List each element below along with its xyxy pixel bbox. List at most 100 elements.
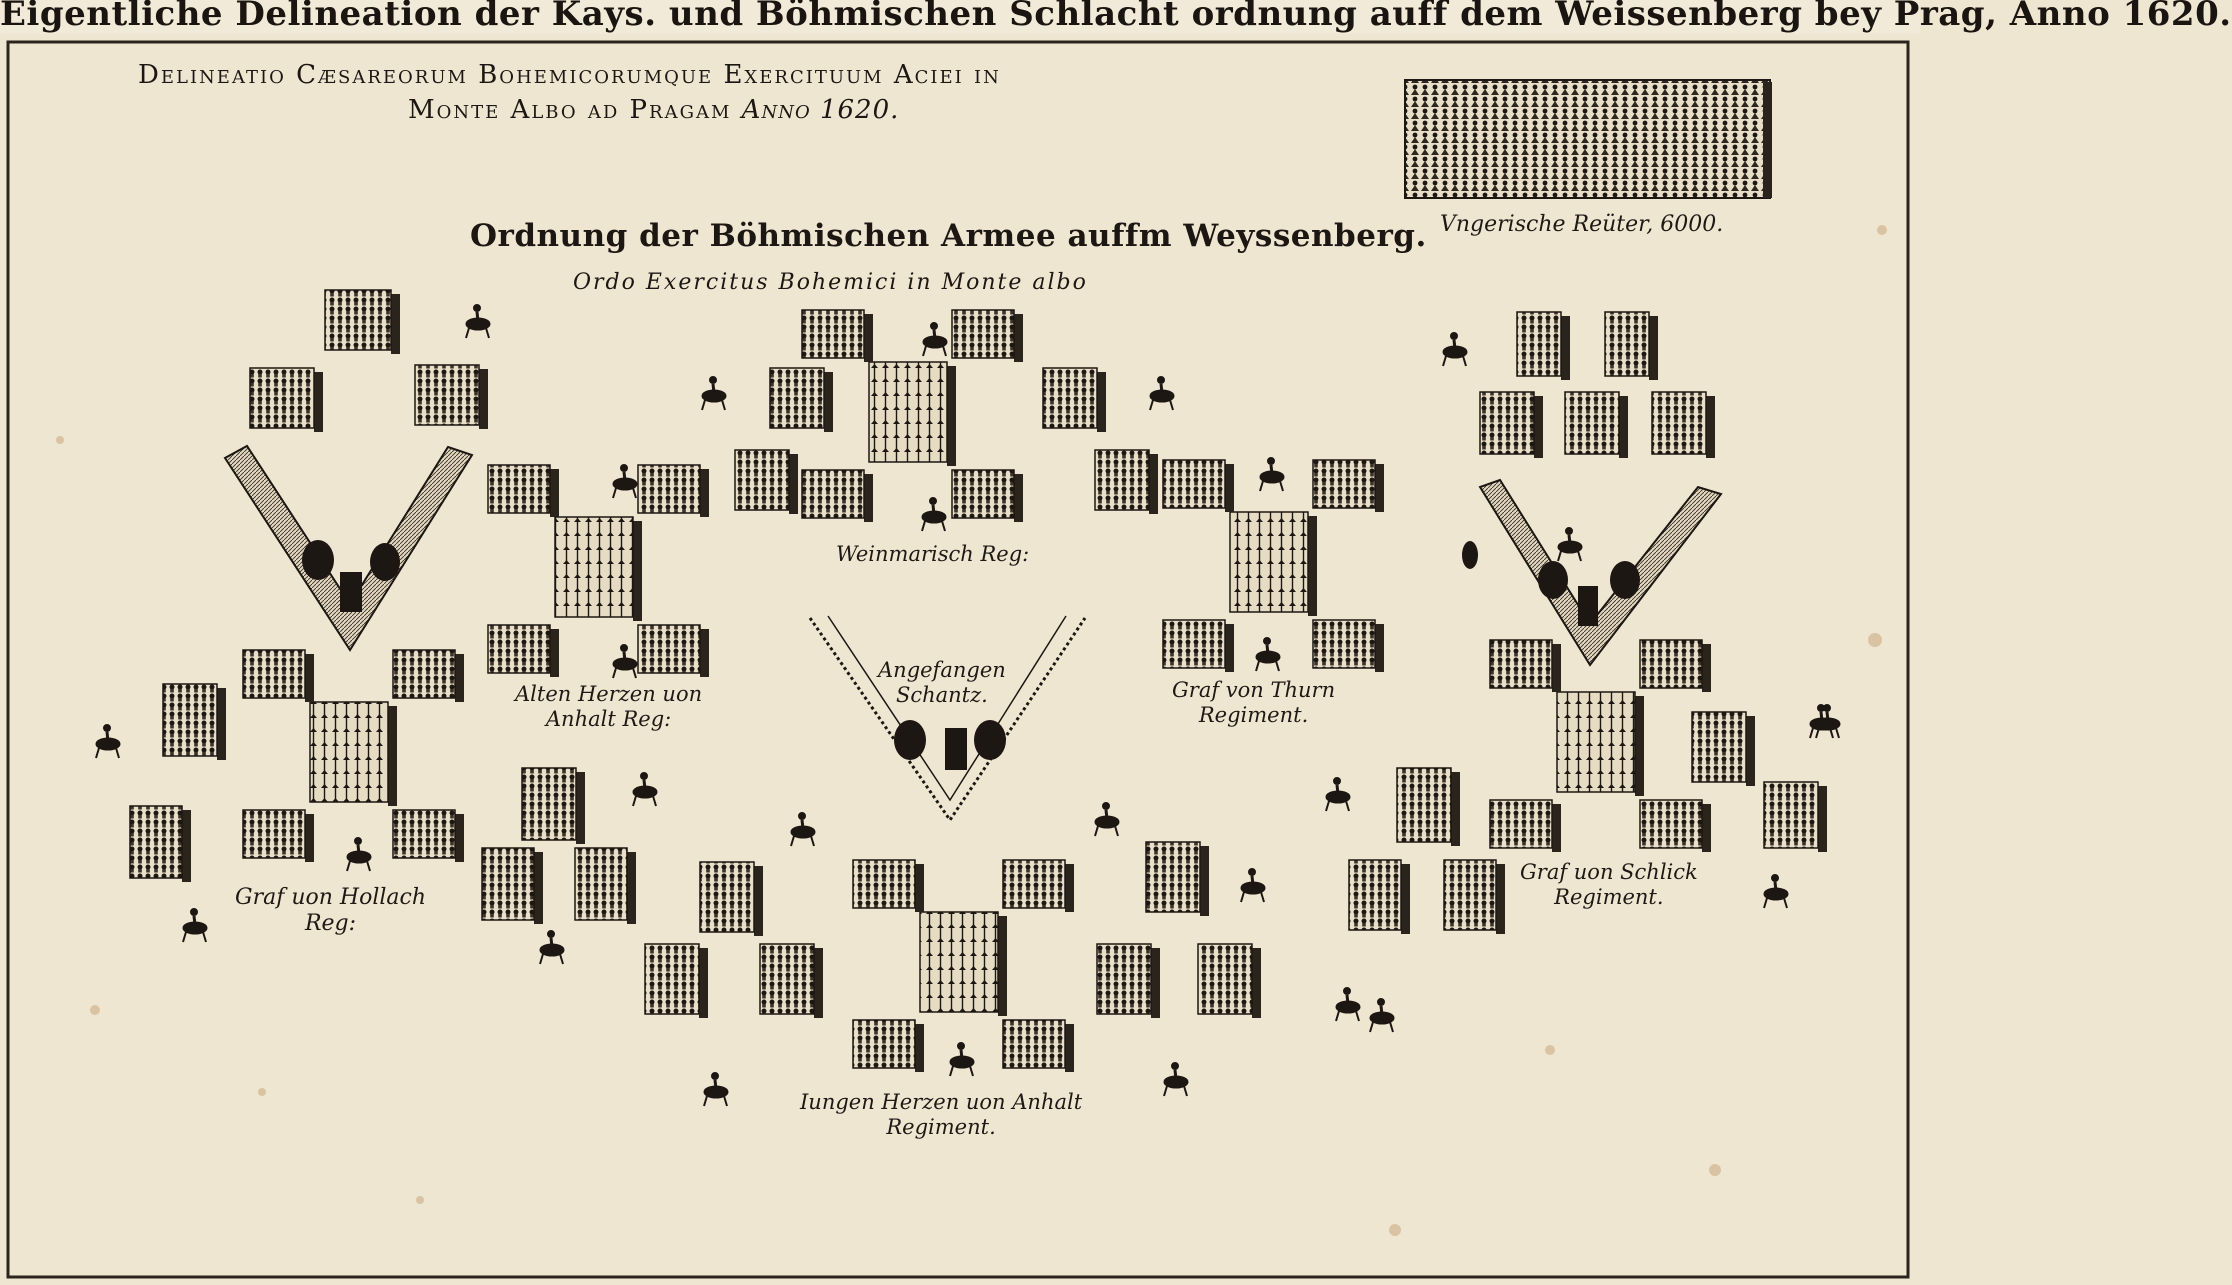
horseman-figure (1255, 637, 1281, 672)
horseman-figure (1259, 457, 1285, 492)
horsemen-figures (95, 304, 1841, 1107)
musketeer-block (242, 809, 314, 862)
pike-square (554, 516, 642, 621)
musketeer-block (852, 1019, 924, 1072)
redoubt-right (1478, 478, 1723, 667)
pike-square (1556, 691, 1644, 796)
musketeer-block (1396, 767, 1460, 846)
label-hollach-line1: Graf uon Hollach (235, 885, 427, 910)
musketeer-block (1604, 311, 1658, 380)
musketeer-block (1489, 799, 1561, 852)
musketeer-block (1197, 943, 1261, 1018)
pike-square (919, 911, 1007, 1016)
horseman-figure (1149, 376, 1175, 411)
musketeer-block (1639, 799, 1711, 852)
label-captured-redoubt-line1: Angefangen (878, 658, 1006, 682)
foxing-stains (56, 225, 1887, 1236)
musketeer-block (1479, 391, 1543, 458)
pike-square (868, 361, 956, 466)
musketeer-block (1002, 859, 1074, 912)
musketeer-block (129, 805, 191, 882)
musketeer-block (1162, 459, 1234, 512)
horseman-figure (465, 304, 491, 339)
musketeer-block (1639, 639, 1711, 692)
label-hollach-line2: Reg: (304, 911, 357, 937)
label-anhalt-elder: Alten Herzen uon Anhalt Reg: (515, 682, 702, 732)
label-anhalt-elder-line2: Anhalt Reg: (545, 707, 672, 732)
musketeer-block (801, 469, 873, 522)
horseman-figure (790, 812, 816, 847)
musketeer-block (1096, 943, 1160, 1018)
musketeer-block (1691, 711, 1755, 786)
musketeer-block (1443, 859, 1505, 934)
musketeer-block (481, 847, 543, 924)
horseman-figure (1442, 332, 1468, 367)
troop-formations (129, 289, 1827, 1072)
title-latin: Delineatio Cæsareorum Bohemicorumque Exe… (138, 58, 1001, 128)
musketeer-block (1312, 619, 1384, 672)
label-thurn-line2: Regiment. (1198, 703, 1309, 728)
horseman-figure (1557, 527, 1583, 562)
musketeer-block (392, 649, 464, 702)
label-hollach: Graf uon Hollach Reg: (235, 885, 426, 938)
title-german: Ordnung der Böhmischen Armee auffm Weyss… (470, 218, 1427, 254)
horseman-figure (1763, 874, 1789, 909)
musketeer-block (414, 364, 488, 429)
horseman-figure (703, 1072, 729, 1107)
musketeer-block (1348, 859, 1410, 934)
label-anhalt-young-line1: Iungen Herzen uon Anhalt (800, 1090, 1083, 1114)
horseman-figure (1163, 1062, 1189, 1097)
horseman-figure (95, 724, 121, 759)
musketeer-block (521, 767, 585, 844)
redoubt-captured-inner (827, 615, 1067, 802)
musketeer-block (324, 289, 400, 354)
title-latin-year: Anno 1620. (741, 95, 900, 126)
horseman-figure (1240, 868, 1266, 903)
horseman-figure (1094, 802, 1120, 837)
musketeer-block (487, 464, 559, 517)
musketeer-block (1042, 367, 1106, 432)
musketeer-block (392, 809, 464, 862)
horseman-figure (612, 644, 638, 679)
musketeer-block (242, 649, 314, 702)
musketeer-block (1094, 449, 1158, 514)
label-anhalt-elder-line1: Alten Herzen uon (515, 682, 703, 706)
title-latin-line1: Delineatio Cæsareorum Bohemicorumque Exe… (138, 60, 1001, 90)
horseman-figure (701, 376, 727, 411)
musketeer-block (1516, 311, 1570, 380)
musketeer-block (644, 943, 708, 1018)
horseman-figure (182, 908, 208, 943)
top-caption: Eigentliche Delineation der Kays. und Bö… (0, 0, 2232, 34)
horseman-figure (1369, 998, 1395, 1033)
horseman-figure (921, 497, 947, 532)
horseman-figure (539, 930, 565, 965)
horseman-figure (612, 464, 638, 499)
musketeer-block (162, 683, 226, 760)
horseman-figure (1325, 777, 1351, 812)
label-hungarian-cavalry: Vngerische Reüter, 6000. (1440, 212, 1724, 237)
horseman-figure (632, 772, 658, 807)
musketeer-block (574, 847, 636, 924)
horseman-figure (346, 837, 372, 872)
top-strip (0, 0, 1920, 34)
pike-square (1229, 511, 1317, 616)
horseman-figure (949, 1042, 975, 1077)
musketeer-block (759, 943, 823, 1018)
musketeer-block (1763, 781, 1827, 852)
label-anhalt-young-line2: Regiment. (886, 1115, 996, 1140)
cannons (302, 540, 1640, 770)
musketeer-block (637, 624, 709, 677)
label-schlick-line2: Regiment. (1554, 885, 1664, 910)
musketeer-block (637, 464, 709, 517)
title-latin-line2: Monte Albo ad Pragam (408, 95, 732, 126)
pike-square (309, 701, 397, 806)
label-weimar: Weinmarisch Reg: (836, 542, 1030, 566)
musketeer-block (1564, 391, 1628, 458)
musketeer-block (487, 624, 559, 677)
musketeer-block (249, 367, 323, 432)
musketeer-block (769, 367, 833, 432)
horseman-figure (1809, 704, 1835, 739)
musketeer-block (734, 449, 798, 514)
label-schlick: Graf uon Schlick Regiment. (1520, 860, 1698, 910)
